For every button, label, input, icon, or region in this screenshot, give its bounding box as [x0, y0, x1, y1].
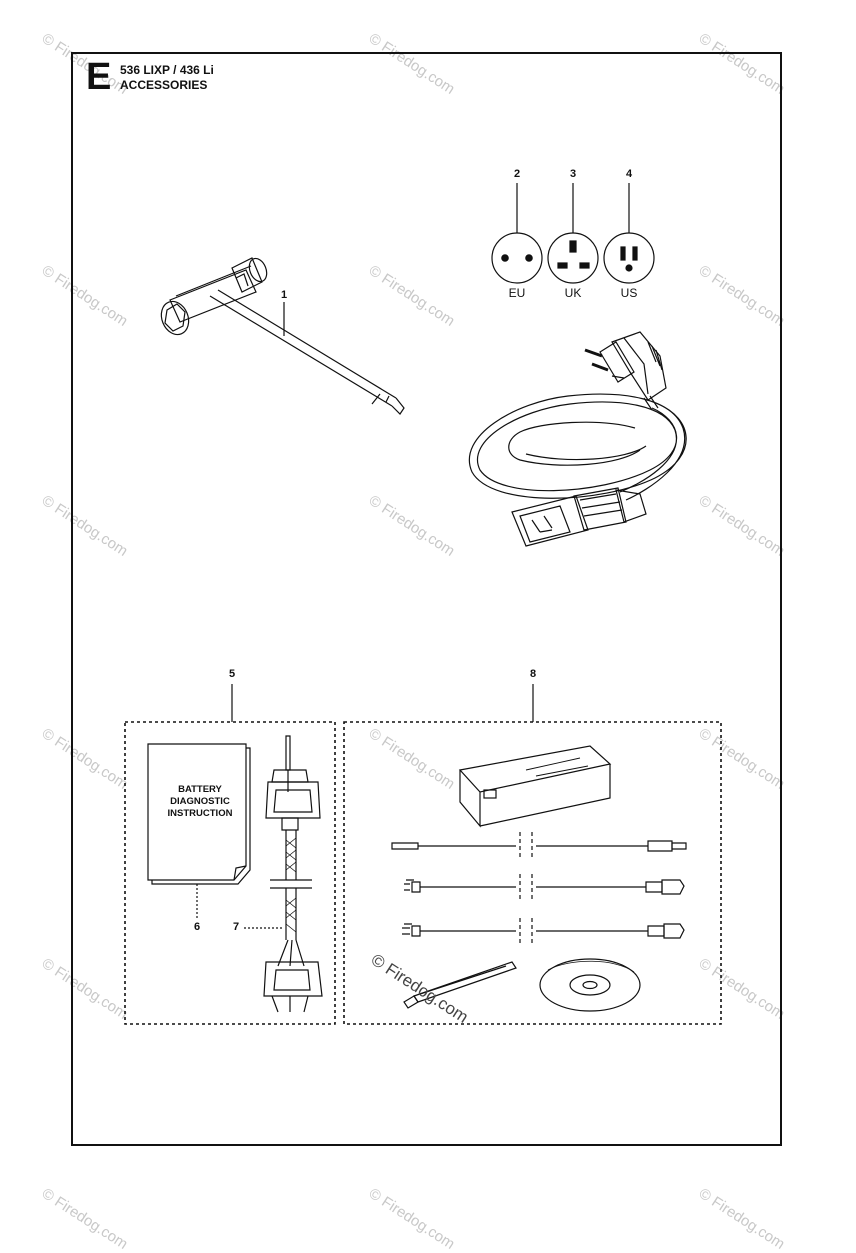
kit-5-box [124, 721, 336, 1025]
interface-cable-icon [404, 874, 685, 902]
parts-illustration [124, 183, 722, 1025]
combination-spanner-icon [160, 257, 405, 415]
probe-tool-icon [403, 961, 517, 1009]
us-plug-icon [603, 232, 655, 284]
callout-8: 8 [529, 668, 537, 680]
diagnostic-cable-icon [263, 735, 323, 1013]
manual-cover-text: BATTERY DIAGNOSTIC INSTRUCTION [152, 784, 248, 820]
eu-plug-icon [491, 232, 543, 284]
diagram-frame [71, 52, 782, 1146]
callout-1: 1 [280, 289, 288, 301]
usb-cable-icon [391, 832, 687, 860]
manual-line: INSTRUCTION [167, 808, 233, 819]
section-letter: E [86, 56, 112, 98]
plug-label-us: US [620, 286, 638, 300]
plug-label-uk: UK [564, 286, 582, 300]
interface-box-icon [458, 745, 612, 828]
manual-line: DIAGNOSTIC [170, 796, 230, 807]
kit-8-box [343, 721, 722, 1025]
callout-5: 5 [228, 668, 236, 680]
interface-cable-icon [402, 918, 685, 946]
callout-6: 6 [193, 921, 201, 933]
manual-line: BATTERY [178, 784, 222, 795]
plug-label-eu: EU [508, 286, 526, 300]
uk-plug-icon [547, 232, 599, 284]
callout-4: 4 [625, 168, 633, 180]
power-cord-icon [469, 331, 687, 547]
callout-2: 2 [513, 168, 521, 180]
instruction-manual-icon [147, 743, 251, 885]
callout-3: 3 [569, 168, 577, 180]
category-title: ACCESSORIES [120, 78, 208, 92]
callout-7: 7 [232, 921, 240, 933]
model-title: 536 LIXP / 436 Li [120, 63, 214, 77]
software-cd-icon [539, 958, 641, 1012]
